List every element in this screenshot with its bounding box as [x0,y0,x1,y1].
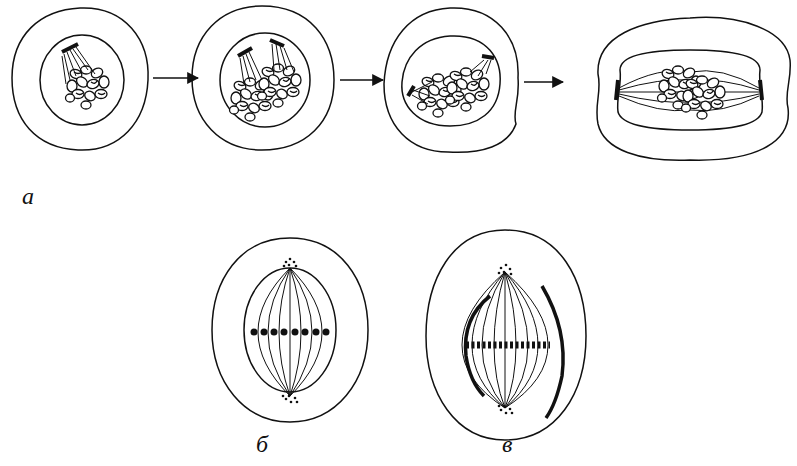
panel-letter: в [502,432,512,456]
panel-letter: б [256,432,268,456]
panel-letter: а [22,184,34,208]
